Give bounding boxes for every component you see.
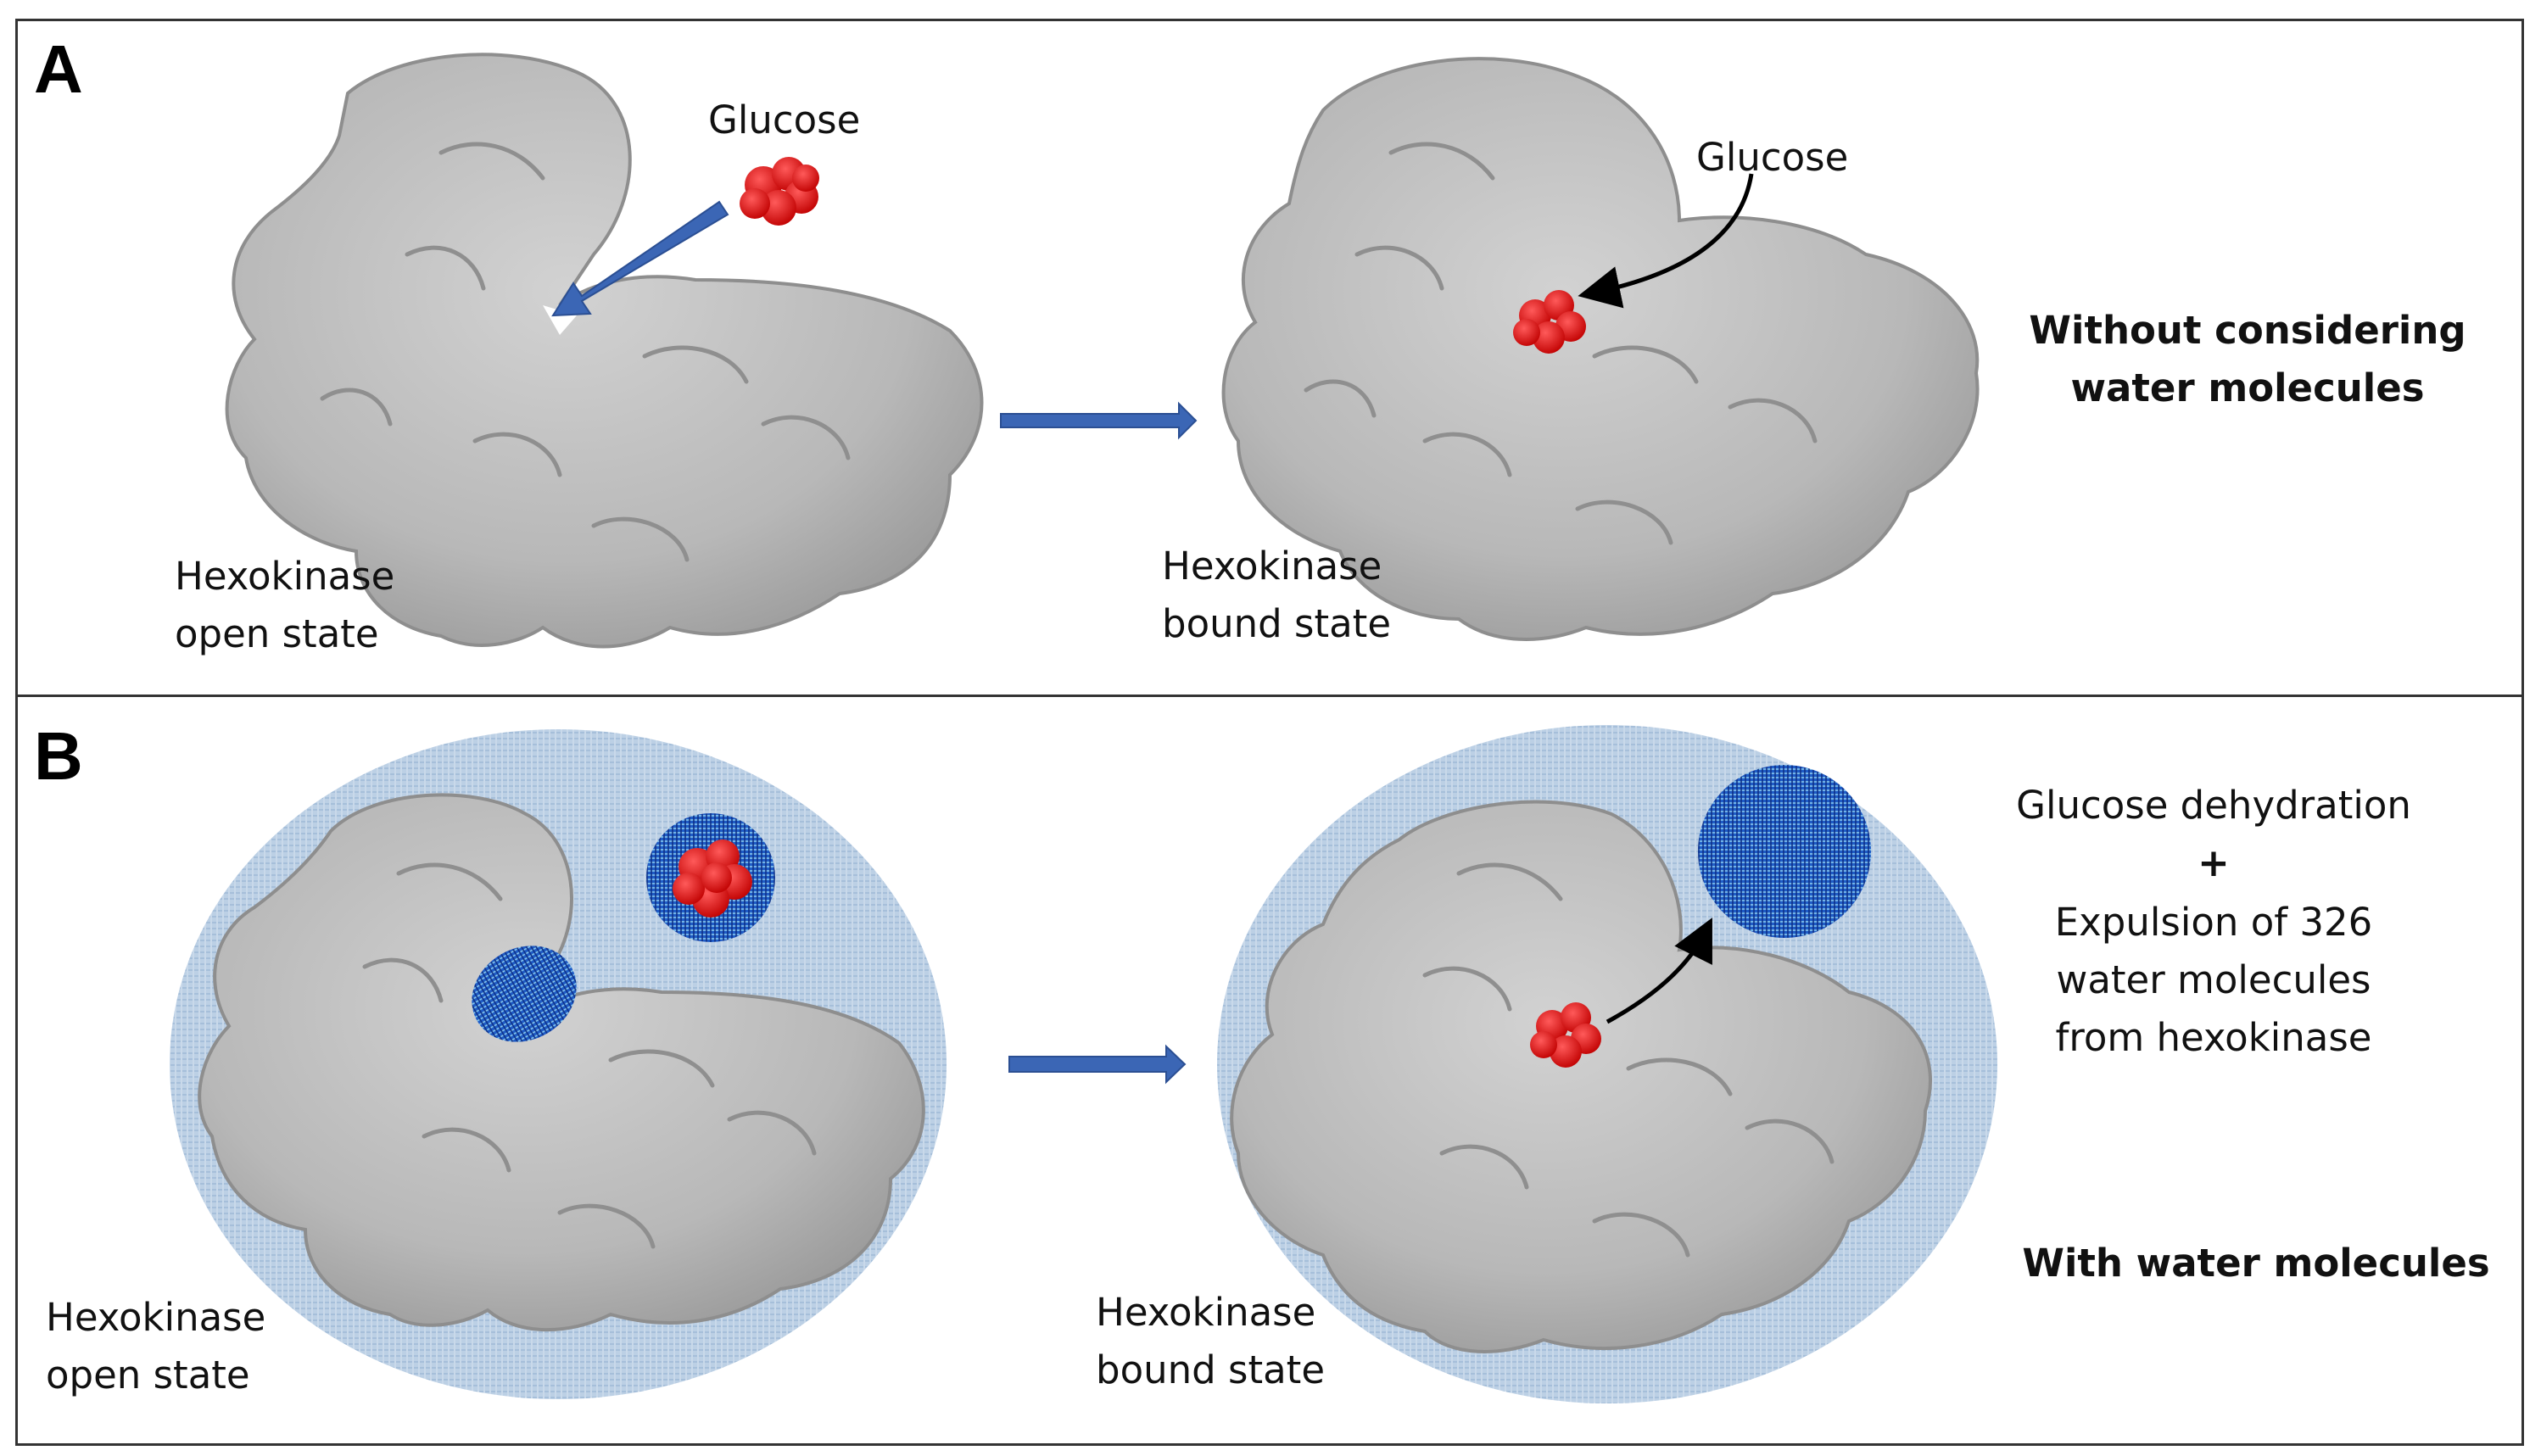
glucose-bound-a	[1513, 290, 1586, 354]
transition-arrow-a	[1000, 401, 1198, 440]
expulsion-arrow-b	[1606, 918, 1712, 1024]
bound-state-label-b-line1: Hexokinase	[1096, 1290, 1316, 1335]
desc-label-b-line3: water molecules	[2056, 957, 2371, 1002]
glucose-free-b	[673, 840, 752, 918]
desc-label-b-line2: Expulsion of 326	[2054, 900, 2373, 945]
bound-state-label-a-line1: Hexokinase	[1162, 544, 1382, 589]
protein-open-state-a	[225, 53, 984, 649]
open-state-label-b-line1: Hexokinase	[46, 1295, 266, 1340]
protein-bound-state-a	[1221, 57, 1980, 641]
glucose-free-a	[740, 157, 819, 226]
desc-label-b-plus: +	[2198, 840, 2230, 885]
pocket-water-b	[472, 946, 577, 1042]
note-label-a-line1: Without considering	[2029, 308, 2466, 353]
bound-state-label-b-line2: bound state	[1096, 1347, 1325, 1392]
expelled-water-b	[1698, 765, 1871, 938]
glucose-label-bound-a: Glucose	[1696, 135, 1849, 180]
glucose-pointer-arrow-a	[1578, 173, 1754, 309]
binding-arrow-a	[551, 200, 729, 317]
bound-state-label-a-line2: bound state	[1162, 601, 1391, 646]
note-label-a-line2: water molecules	[2070, 365, 2425, 410]
glucose-label-free-a: Glucose	[708, 98, 861, 142]
panel-letter-a: A	[34, 31, 83, 107]
note-label-b: With water molecules	[2022, 1241, 2490, 1286]
glucose-bound-b	[1530, 1002, 1601, 1068]
open-state-label-b-line2: open state	[46, 1353, 250, 1397]
panel-letter-b: B	[34, 718, 83, 794]
open-state-label-a-line1: Hexokinase	[175, 554, 395, 599]
open-state-label-a-line2: open state	[175, 611, 379, 656]
desc-label-b-line4: from hexokinase	[2055, 1015, 2372, 1060]
transition-arrow-b	[1008, 1044, 1187, 1085]
desc-label-b-line1: Glucose dehydration	[2016, 783, 2411, 828]
